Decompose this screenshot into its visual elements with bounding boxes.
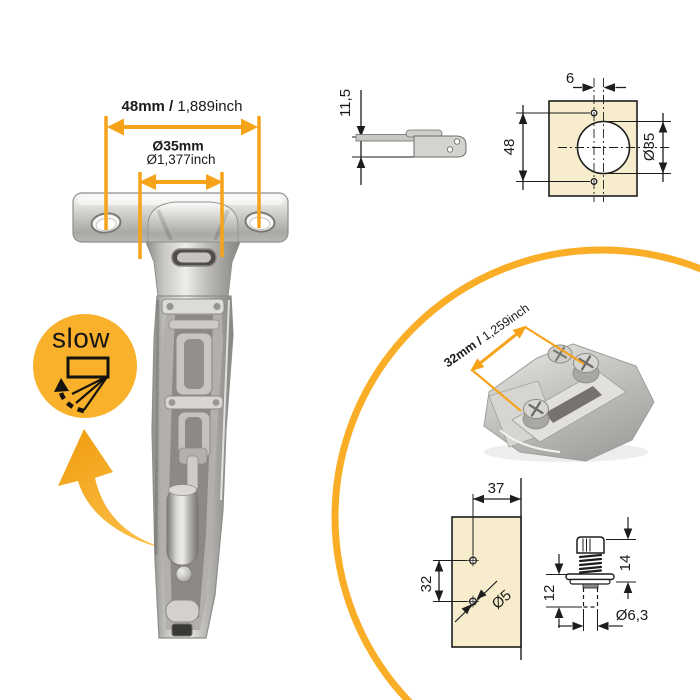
hinge-width-inch: 1,889inch [177, 98, 243, 116]
cup-diameter-mm-label: Ø35mm [152, 137, 204, 154]
soft-close-door-icon [54, 356, 110, 414]
plate-hole-spacing-label: 32 [418, 575, 436, 593]
plate-cam-screw-lower [522, 399, 550, 430]
cup-diameter-inch-label: Ø1,377inch [146, 151, 216, 167]
badge-circle [33, 314, 137, 418]
screw-depth-label: 12 [541, 584, 559, 602]
screw-washer [565, 573, 615, 581]
plate-width-label: 37 [487, 480, 505, 498]
euro-screw-drawing [546, 517, 636, 631]
damper-ball [175, 565, 193, 583]
screw-dowel-diameter-label: Ø6,3 [615, 607, 649, 625]
cup-screw-spacing-label: 48 [501, 138, 519, 156]
hinge-width-mm: 48mm / [121, 98, 174, 116]
plate-cam-screw-upper [572, 353, 600, 384]
mounting-plate-photo [483, 343, 655, 462]
plate-pattern-panel [451, 516, 522, 648]
cup-drilling-pattern [516, 78, 671, 202]
screw-height-label: 14 [617, 554, 635, 572]
hinge-photo [72, 192, 289, 639]
plate-drilling-pattern [433, 478, 522, 660]
hinge-width-label: 48mm / 1,889inch [122, 99, 243, 115]
cup-offset-label: 6 [565, 70, 575, 88]
screw-dowel-hidden [582, 588, 599, 608]
slow-label: slow [51, 322, 111, 354]
hinge-side-view-drawing [352, 90, 467, 185]
decor-circle-outline [331, 246, 700, 700]
cup-hole-diameter-label: Ø35 [641, 132, 659, 162]
screw-threads [578, 553, 603, 574]
soft-close-badge [33, 314, 137, 418]
side-view-depth-label: 11,5 [337, 88, 355, 118]
hinge-cup-dome [147, 201, 239, 243]
soft-close-pointer-arrow [58, 429, 177, 551]
hinge-dimension-overlay [104, 116, 261, 259]
plate-spacing-dimension [470, 325, 585, 412]
damper-cylinder [166, 486, 199, 566]
